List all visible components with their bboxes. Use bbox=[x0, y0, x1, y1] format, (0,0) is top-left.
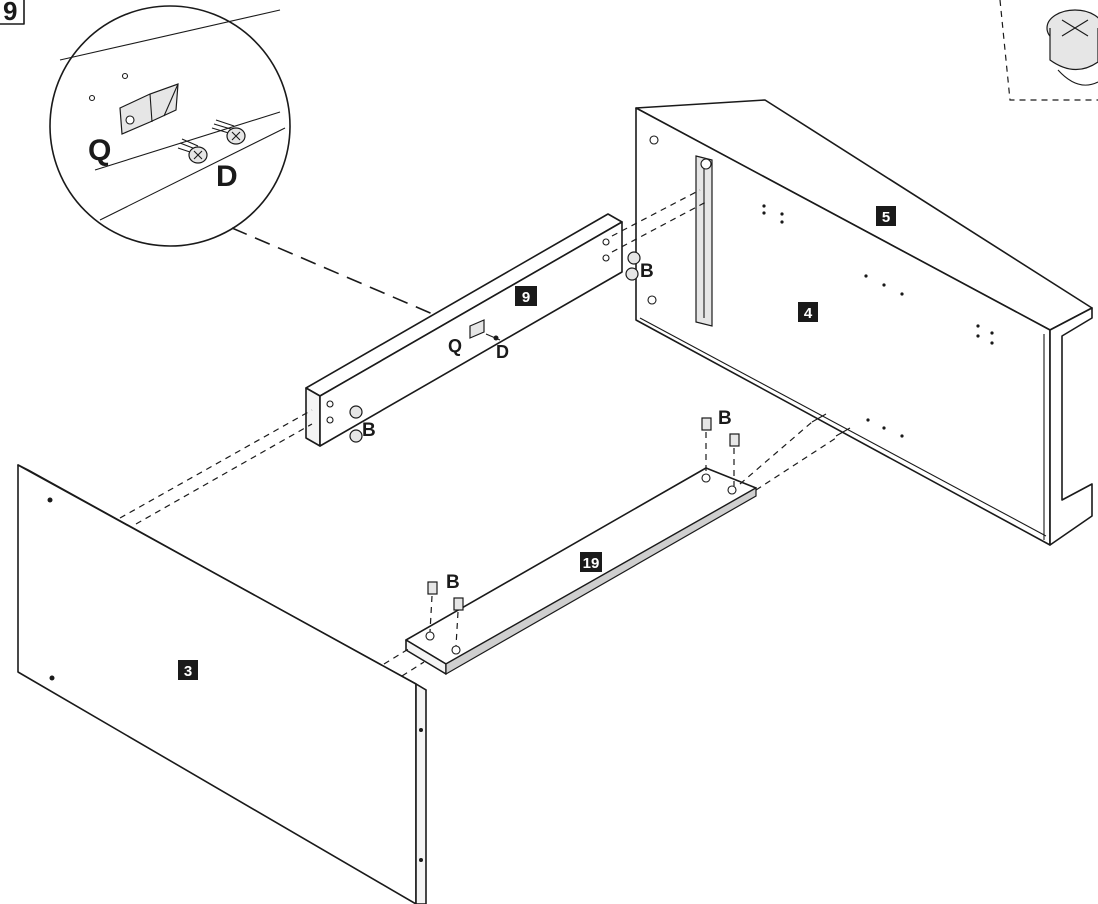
panel-4-5: 5 4 bbox=[635, 99, 1093, 546]
rail-9: 9 Q D bbox=[305, 213, 623, 447]
label-b-bottom-left: B bbox=[446, 572, 460, 593]
detail-magnifier: Q D bbox=[49, 5, 291, 247]
bottom-panel-19: 19 bbox=[405, 467, 757, 676]
label-d-rail: D bbox=[496, 342, 509, 362]
detail-leader-line bbox=[231, 227, 471, 331]
dowel-icon bbox=[811, 413, 851, 437]
step-number: 9 bbox=[3, 0, 17, 26]
label-b-rail-right: B bbox=[640, 261, 654, 282]
label-q-rail: Q bbox=[448, 336, 462, 356]
panel-3: 3 bbox=[17, 464, 427, 904]
part-label-5: 5 bbox=[882, 209, 890, 226]
label-q-detail: Q bbox=[88, 134, 111, 167]
cam-lock-inset bbox=[999, 0, 1098, 101]
part-label-19: 19 bbox=[583, 555, 600, 572]
label-d-detail: D bbox=[216, 160, 238, 193]
part-label-4: 4 bbox=[804, 305, 813, 322]
bracket-icon bbox=[119, 83, 179, 135]
label-b-rail-left: B bbox=[362, 420, 376, 441]
bracket-small-icon bbox=[469, 319, 485, 339]
part-label-3: 3 bbox=[184, 663, 192, 680]
panel-4-holes bbox=[762, 204, 994, 438]
label-b-bottom-right: B bbox=[718, 408, 732, 429]
cam-lock-bottom-icon bbox=[427, 417, 740, 647]
step-number-box: 9 bbox=[0, 0, 25, 26]
part-label-9: 9 bbox=[522, 289, 530, 306]
wood-screw-icon bbox=[177, 119, 246, 164]
cam-lock-icon bbox=[349, 251, 641, 443]
